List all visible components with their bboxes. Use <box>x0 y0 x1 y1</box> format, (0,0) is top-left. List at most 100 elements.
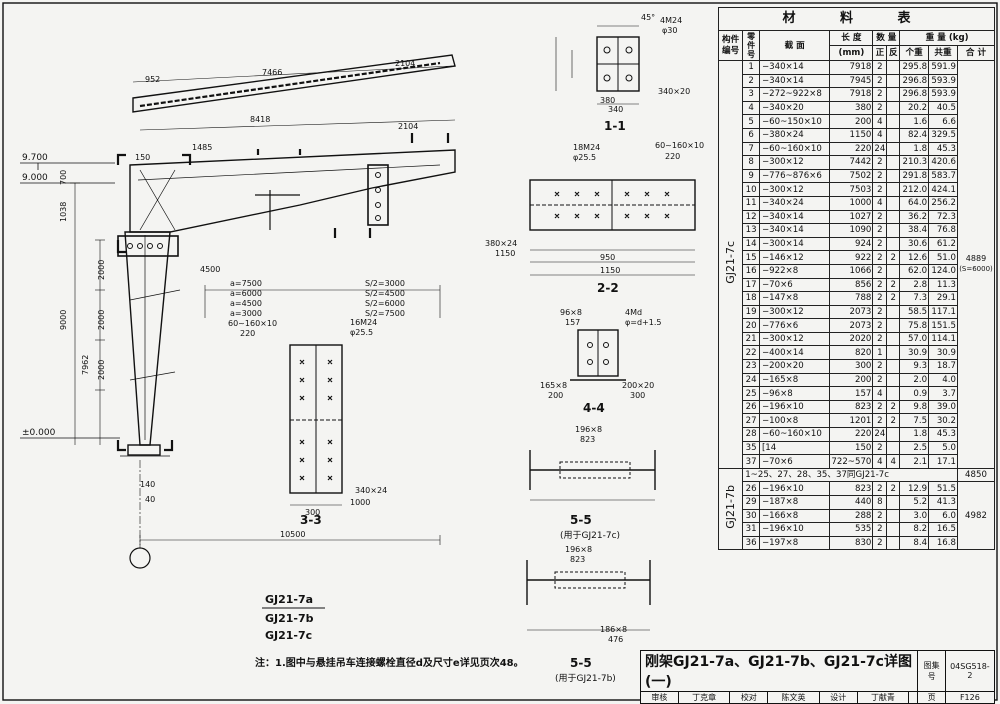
weight-total: 18.7 <box>928 359 958 374</box>
section-note-c: (用于GJ21-7c) <box>560 530 620 541</box>
qty-positive: 2 <box>872 209 888 225</box>
qty-positive: 2 <box>872 508 888 524</box>
weight-each: 30.9 <box>899 345 930 361</box>
section-1-1 <box>555 25 640 105</box>
qty-positive: 2 <box>872 60 888 75</box>
part-length: 300 <box>829 359 874 374</box>
sec-5-5b-186: 186×8 <box>600 625 627 634</box>
part-length: 150 <box>829 440 874 456</box>
part-number: 35 <box>742 440 760 456</box>
atlas-number: 04SG518-2 <box>944 650 996 692</box>
section-title-5-5-b: 5-5 <box>570 656 592 670</box>
qty-negative <box>886 386 901 401</box>
weight-each: 9.3 <box>899 359 930 374</box>
sec-5-5b-823: 823 <box>570 555 585 564</box>
dim-2000a: 2000 <box>97 260 106 280</box>
sec-1-1-dim-340: 340 <box>608 105 623 114</box>
section-size: −340×14 <box>758 60 831 75</box>
part-number: 19 <box>742 304 760 320</box>
qty-positive: 2 <box>872 223 888 238</box>
part-length: 220 <box>829 427 874 442</box>
qty-negative <box>886 87 901 102</box>
qty-positive: 24 <box>872 427 888 442</box>
qty-negative <box>886 535 901 551</box>
part-number: 26 <box>742 399 760 415</box>
review-label: 审核 <box>640 691 679 704</box>
qty-negative: 2 <box>886 277 901 293</box>
atlas-label: 图集号 <box>917 650 946 692</box>
sec-4-4-hole: φ=d+1.5 <box>625 318 661 327</box>
qty-positive: 2 <box>872 522 888 537</box>
material-table: 材 料 表 构件编号 零件号 截 面 长 度 数 量 重 量 (kg) (mm)… <box>717 7 996 551</box>
header-section: 截 面 <box>758 30 831 61</box>
same-as-total: 4850 <box>956 467 996 483</box>
section-size: −60~160×10 <box>758 141 831 157</box>
part-length: 1000 <box>829 195 874 211</box>
weight-each: 2.5 <box>899 440 930 456</box>
weight-each: 210.3 <box>899 155 930 170</box>
part-length: 7502 <box>829 168 874 184</box>
qty-positive: 2 <box>872 304 888 320</box>
qty-negative <box>886 223 901 238</box>
qty-negative: 4 <box>886 454 901 469</box>
qty-negative <box>886 440 901 456</box>
weight-each: 20.2 <box>899 100 930 116</box>
weight-total: 45.3 <box>928 427 958 442</box>
part-number: 26 <box>742 481 760 496</box>
qty-negative: 2 <box>886 250 901 265</box>
part-length: 200 <box>829 372 874 388</box>
weight-total: 591.9 <box>928 60 958 75</box>
weight-each: 2.0 <box>899 372 930 388</box>
section-5-5-c <box>529 450 656 501</box>
part-length: 220 <box>829 141 874 157</box>
qty-negative <box>886 127 901 143</box>
part-number: 23 <box>742 359 760 374</box>
sec-3-3-1000: 1000 <box>350 498 370 507</box>
qty-positive: 2 <box>872 155 888 170</box>
weight-each: 295.8 <box>899 60 930 75</box>
weight-total: 11.3 <box>928 277 958 293</box>
dim-a3000: a=3000 <box>230 309 262 318</box>
section-title-4-4: 4-4 <box>583 401 605 415</box>
section-size: −300×12 <box>758 331 831 347</box>
section-size: −146×12 <box>758 250 831 265</box>
section-size: −340×14 <box>758 223 831 238</box>
part-number: 5 <box>742 114 760 129</box>
section-size: −922×8 <box>758 263 831 279</box>
qty-negative <box>886 304 901 320</box>
weight-total: 40.5 <box>928 100 958 116</box>
qty-negative <box>886 155 901 170</box>
sec-2-2-18m24: 18M24 <box>573 143 600 152</box>
part-length: 722~570 <box>829 454 874 469</box>
part-number: 10 <box>742 182 760 197</box>
weight-total: 583.7 <box>928 168 958 184</box>
sec-5-5c-823: 823 <box>580 435 595 444</box>
weight-total: 6.0 <box>928 508 958 524</box>
weight-each: 12.9 <box>899 481 930 496</box>
sec-4-4-200: 200 <box>548 391 563 400</box>
weight-total: 29.1 <box>928 291 958 306</box>
part-length: 820 <box>829 345 874 361</box>
design-label: 设计 <box>818 691 858 704</box>
part-length: 535 <box>829 522 874 537</box>
section-size: −300×14 <box>758 236 831 252</box>
qty-positive: 2 <box>872 399 888 415</box>
section-size: −60~150×10 <box>758 114 831 129</box>
weight-total: 16.8 <box>928 535 958 551</box>
weight-total: 424.1 <box>928 182 958 197</box>
qty-positive: 2 <box>872 318 888 333</box>
qty-positive: 8 <box>872 495 888 510</box>
qty-positive: 2 <box>872 359 888 374</box>
header-length-unit: (mm) <box>829 45 874 61</box>
part-length: 2073 <box>829 318 874 333</box>
